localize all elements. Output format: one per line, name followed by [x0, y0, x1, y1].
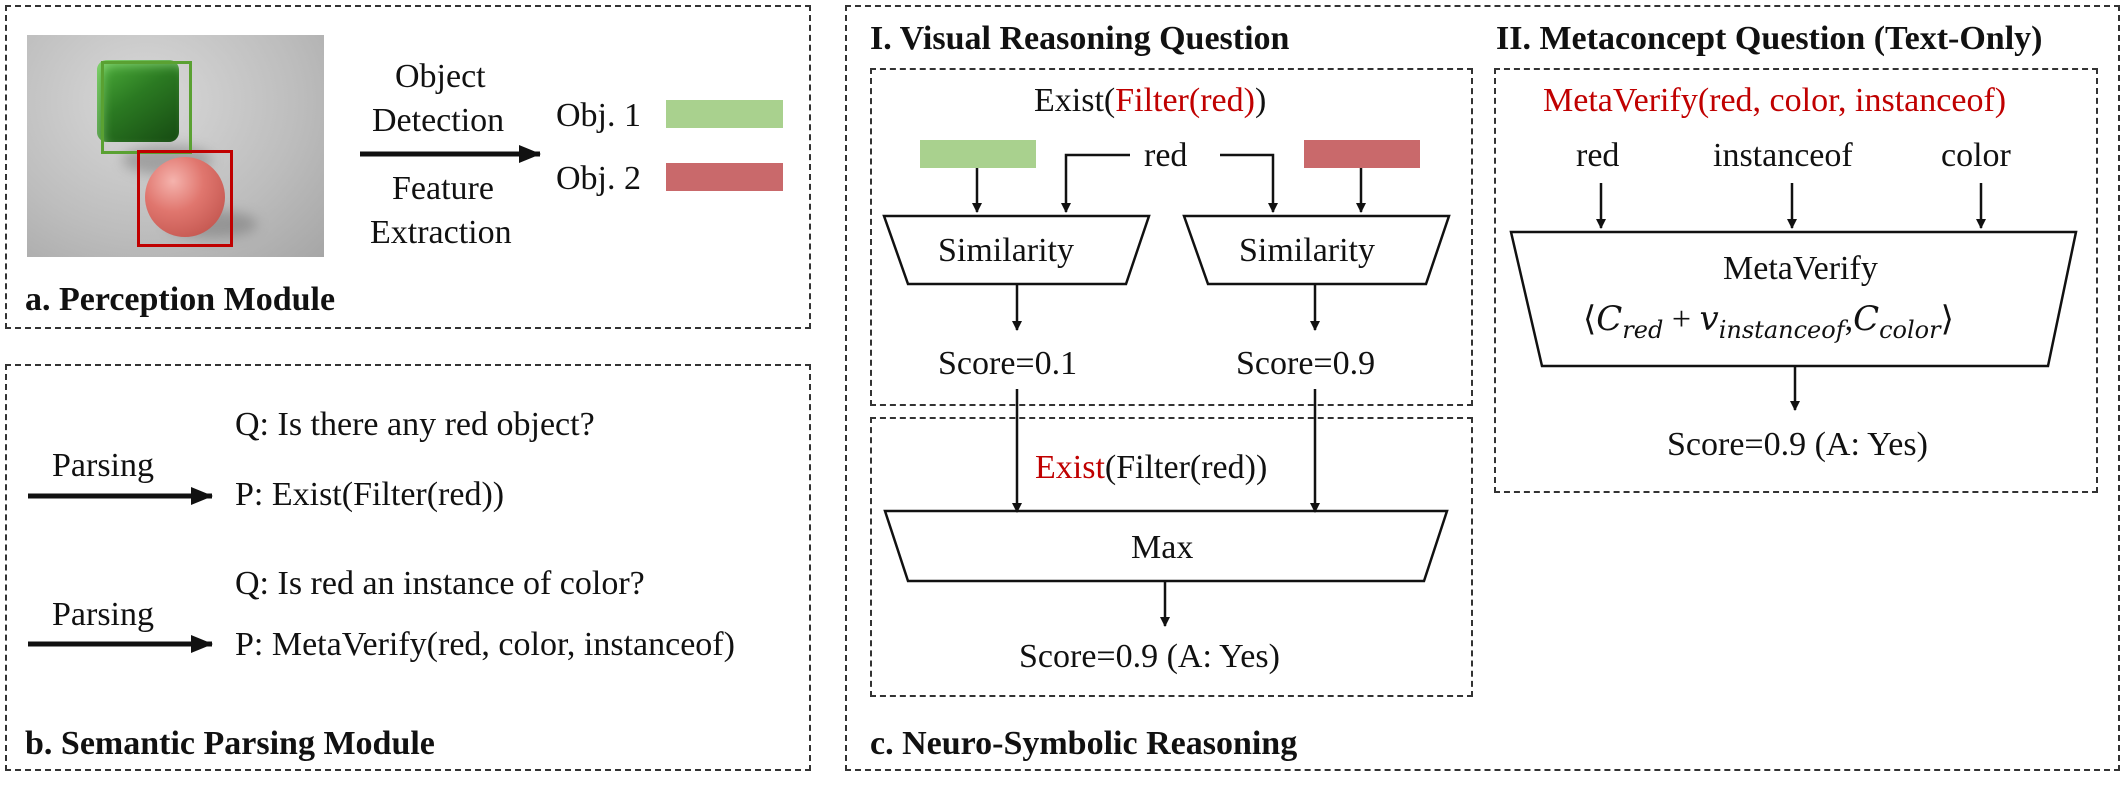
perception-module-panel [5, 5, 811, 329]
formula-c-color-subscript-overlay: color [1879, 315, 1941, 344]
program-1: P: Exist(Filter(red)) [235, 476, 505, 513]
exist-program: Exist(Filter(red)) [1035, 451, 1267, 485]
perception-caption: a. Perception Module [25, 281, 336, 318]
meta-input-instanceof: instanceof [1713, 137, 1853, 174]
green-cube [97, 60, 179, 142]
obj1-label: Obj. 1 [556, 97, 641, 134]
red-sphere [145, 157, 225, 237]
semantic-parsing-panel [5, 364, 811, 771]
neuro-symbolic-caption: c. Neuro-Symbolic Reasoning [870, 725, 1298, 762]
visual-program-highlight: Filter(red) [1115, 82, 1255, 119]
meta-program: MetaVerify(red, color, instanceof) [1543, 82, 2007, 119]
arrow-top-label-2: Detection [372, 102, 505, 139]
program-2: P: MetaVerify(red, color, instanceof) [235, 626, 735, 663]
exist-rest: (Filter(red)) [1104, 449, 1268, 486]
semantic-parsing-caption: b. Semantic Parsing Module [25, 725, 435, 762]
scene-image [27, 35, 324, 257]
formula-c-red-symbol-overlay: C [1596, 299, 1623, 339]
formula-c-color-symbol-overlay: C [1853, 299, 1880, 339]
arrow-bottom-label-1: Feature [392, 170, 494, 207]
exist-highlight: Exist [1035, 449, 1105, 486]
question-1: Q: Is there any red object? [235, 406, 595, 443]
meta-verify-formula-overlay: ⟨Cred + vinstanceof,Ccolor⟩ [1583, 302, 1954, 342]
meta-verify-op-text: MetaVerify [1723, 250, 1878, 287]
similarity-left-text: Similarity [938, 232, 1074, 269]
meta-input-red: red [1576, 137, 1620, 174]
formula-plus-overlay: + [1663, 301, 1700, 338]
obj2-label: Obj. 2 [556, 160, 641, 197]
neuro-symbolic-panel [845, 5, 2120, 771]
similarity-right-text: Similarity [1239, 232, 1375, 269]
visual-obj1-feature-bar [920, 140, 1036, 168]
visual-filter-box [870, 68, 1473, 406]
parsing-arrow-label-1: Parsing [52, 447, 154, 484]
metaconcept-title: II. Metaconcept Question (Text-Only) [1496, 20, 2043, 57]
visual-program-prefix: Exist( [1034, 82, 1116, 119]
arrow-top-label-1: Object [395, 58, 486, 95]
formula-close-bracket-overlay: ⟩ [1940, 301, 1954, 338]
formula-comma-overlay: , [1844, 301, 1854, 338]
meta-input-color: color [1941, 137, 2011, 174]
visual-exist-box [870, 417, 1473, 697]
sphere-bounding-box [137, 150, 233, 247]
cube-bounding-box [101, 61, 192, 154]
score-right: Score=0.9 [1236, 345, 1376, 382]
visual-reasoning-title: I. Visual Reasoning Question [870, 20, 1290, 57]
obj1-feature-bar [666, 100, 783, 128]
concept-red-label: red [1144, 137, 1188, 174]
arrow-bottom-label-2: Extraction [370, 214, 512, 251]
question-2: Q: Is red an instance of color? [235, 565, 645, 602]
parsing-arrow-label-2: Parsing [52, 596, 154, 633]
visual-obj2-feature-bar [1304, 140, 1420, 168]
formula-v-symbol-overlay: v [1699, 299, 1719, 339]
visual-program-suffix: ) [1254, 82, 1267, 119]
formula-c-red-subscript-overlay: red [1622, 315, 1664, 344]
visual-program: Exist(Filter(red)) [1034, 84, 1266, 118]
obj2-feature-bar [666, 163, 783, 191]
metaconcept-box [1494, 68, 2098, 493]
visual-final-score: Score=0.9 (A: Yes) [1019, 638, 1280, 675]
formula-v-subscript-overlay: instanceof [1718, 315, 1845, 344]
max-text: Max [1131, 529, 1194, 566]
formula-open-bracket-overlay: ⟨ [1583, 301, 1597, 338]
score-left: Score=0.1 [938, 345, 1078, 382]
meta-final-score: Score=0.9 (A: Yes) [1667, 426, 1928, 463]
